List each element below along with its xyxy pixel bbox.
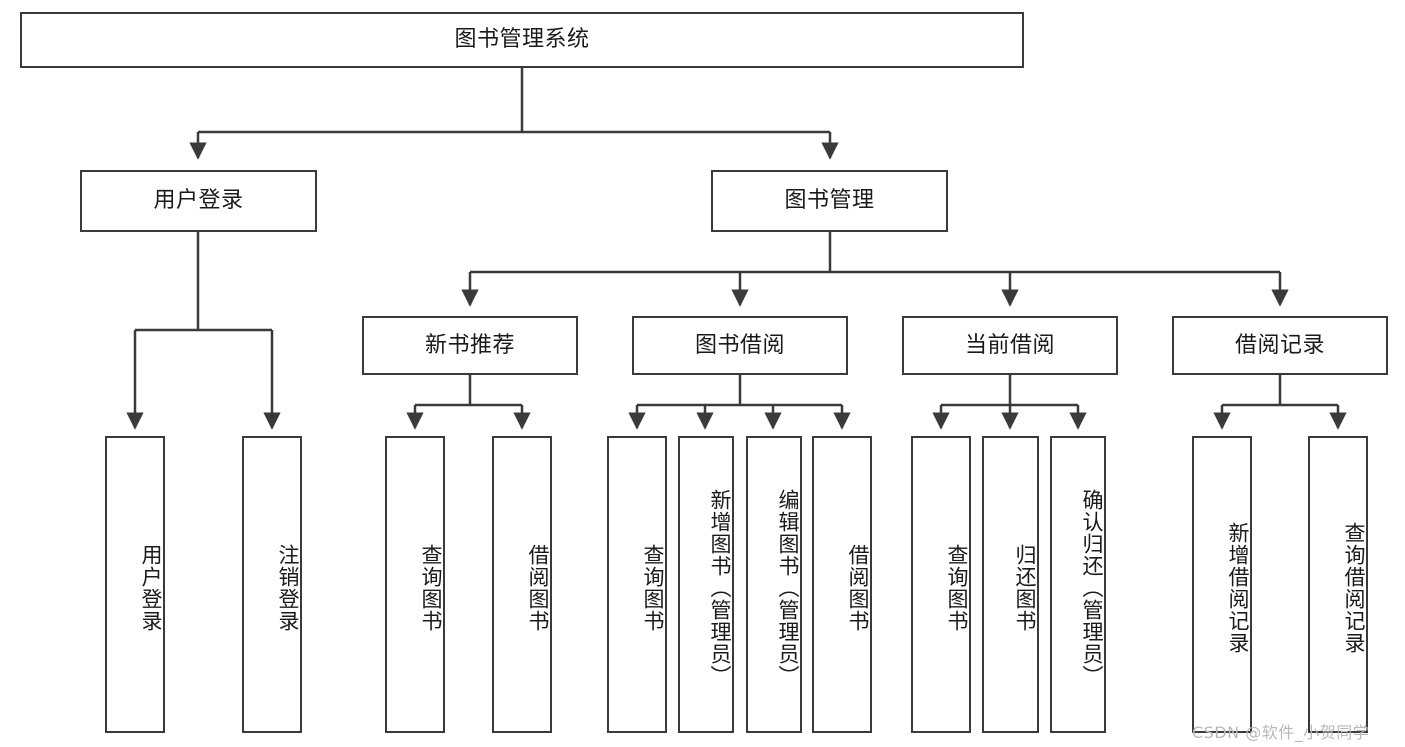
leaf-borrow-books-borrowing[interactable]: 借阅图书: [812, 436, 872, 733]
node-user-login[interactable]: 用户登录: [80, 170, 317, 232]
node-label: 借阅记录: [1234, 332, 1325, 358]
node-book-management[interactable]: 图书管理: [711, 170, 948, 232]
node-label: 图书借阅: [694, 332, 785, 358]
node-book-borrowing[interactable]: 图书借阅: [632, 316, 848, 375]
node-label: 图书管理: [784, 188, 875, 214]
node-label: 用户登录: [153, 188, 244, 214]
node-label: 查询图书: [641, 543, 665, 632]
node-label: 借阅图书: [846, 543, 870, 632]
leaf-add-book-admin[interactable]: 新增图书（管理员）: [678, 436, 734, 733]
leaf-edit-book-admin[interactable]: 编辑图书（管理员）: [746, 436, 802, 733]
node-new-book-recommendation[interactable]: 新书推荐: [362, 316, 578, 375]
leaf-query-books-borrowing[interactable]: 查询图书: [607, 436, 667, 733]
node-current-borrowing[interactable]: 当前借阅: [902, 316, 1118, 375]
node-label: 注销登录: [276, 543, 300, 632]
node-label: 用户登录: [139, 543, 163, 632]
leaf-add-borrowing-record[interactable]: 新增借阅记录: [1192, 436, 1252, 733]
node-label: 图书管理系统: [454, 27, 590, 53]
node-label: 新增借阅记录: [1226, 521, 1250, 654]
leaf-borrow-books-recommend[interactable]: 借阅图书: [492, 436, 552, 733]
leaf-confirm-return-admin[interactable]: 确认归还（管理员）: [1050, 436, 1106, 733]
node-label: 编辑图书（管理员）: [776, 488, 800, 687]
leaf-user-login[interactable]: 用户登录: [105, 436, 165, 733]
leaf-query-borrowing-record[interactable]: 查询借阅记录: [1308, 436, 1368, 733]
node-label: 归还图书: [1013, 543, 1037, 632]
node-label: 新书推荐: [424, 332, 515, 358]
leaf-query-books-recommend[interactable]: 查询图书: [385, 436, 445, 733]
csdn-watermark: CSDN @软件_小贺同学: [1192, 723, 1370, 742]
node-label: 查询图书: [945, 543, 969, 632]
node-label: 借阅图书: [526, 543, 550, 632]
node-borrowing-records[interactable]: 借阅记录: [1172, 316, 1388, 375]
leaf-query-books-current[interactable]: 查询图书: [911, 436, 971, 733]
node-label: 查询借阅记录: [1342, 521, 1366, 654]
node-label: 查询图书: [419, 543, 443, 632]
node-root-book-management-system[interactable]: 图书管理系统: [20, 12, 1024, 68]
node-label: 确认归还（管理员）: [1080, 488, 1104, 687]
leaf-logout[interactable]: 注销登录: [242, 436, 302, 733]
leaf-return-books[interactable]: 归还图书: [982, 436, 1039, 733]
node-label: 新增图书（管理员）: [708, 488, 732, 687]
node-label: 当前借阅: [964, 332, 1055, 358]
